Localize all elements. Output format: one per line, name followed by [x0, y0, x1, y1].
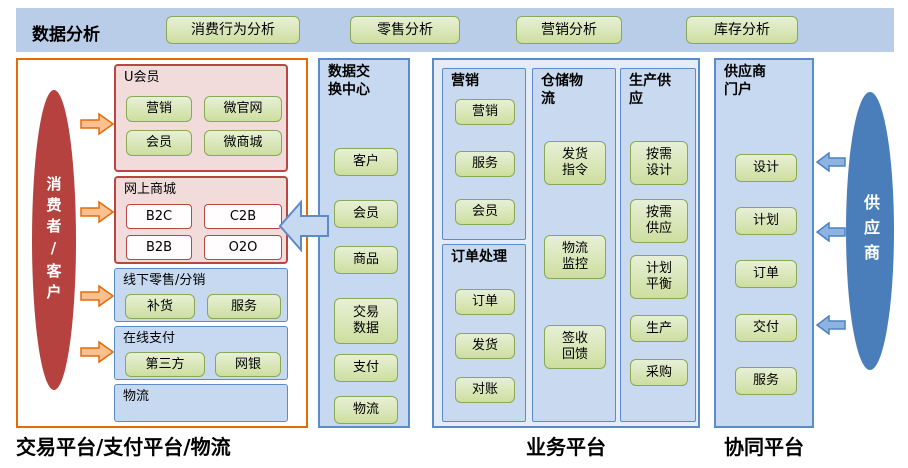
node-micro-site: 微官网	[204, 96, 282, 122]
u-member-box: U会员 营销 微官网 会员 微商城	[114, 64, 288, 172]
warehouse-logistics-title: 仓储物 流	[541, 73, 583, 107]
node-third-party: 第三方	[125, 352, 205, 377]
node-b2c: B2C	[126, 204, 192, 229]
warehouse-logistics-column: 仓储物 流 发货 指令 物流 监控 签收 回馈	[532, 68, 616, 422]
node-o2o: O2O	[204, 235, 282, 260]
offline-retail-box: 线下零售/分销 补货 服务	[114, 268, 288, 322]
node-production: 生产	[630, 315, 688, 342]
node-transaction-data: 交易 数据	[334, 298, 398, 344]
online-payment-box: 在线支付 第三方 网银	[114, 326, 288, 380]
node-logistics-monitoring: 物流 监控	[544, 235, 606, 279]
online-mall-title: 网上商城	[124, 182, 177, 197]
supplier-label: 供应商	[861, 193, 880, 269]
node-payment: 支付	[334, 354, 398, 382]
online-payment-title: 在线支付	[123, 331, 176, 346]
flow-arrow-right-icon	[80, 112, 114, 136]
flow-arrow-right-icon	[80, 284, 114, 308]
order-processing-title: 订单处理	[451, 249, 507, 265]
node-replenish: 补货	[125, 294, 195, 319]
online-mall-box: 网上商城 B2C C2B B2B O2O	[114, 176, 288, 264]
node-member: 会员	[455, 199, 515, 225]
node-shipment: 发货	[455, 333, 515, 359]
node-on-demand-supply: 按需 供应	[630, 199, 688, 243]
flow-arrow-right-icon	[80, 200, 114, 224]
node-retail-analysis: 零售分析	[350, 16, 460, 44]
offline-retail-title: 线下零售/分销	[123, 273, 206, 288]
consumer-ellipse: 消费者/客户	[32, 90, 76, 390]
node-marketing-analysis: 营销分析	[516, 16, 622, 44]
node-design: 设计	[735, 154, 797, 182]
node-order: 订单	[735, 260, 797, 288]
node-online-banking: 网银	[215, 352, 281, 377]
node-service: 服务	[455, 151, 515, 177]
production-supply-column: 生产供 应 按需 设计 按需 供应 计划 平衡 生产 采购	[620, 68, 696, 422]
node-inventory-analysis: 库存分析	[686, 16, 798, 44]
u-member-title: U会员	[124, 70, 160, 85]
flow-arrow-left-icon	[816, 315, 846, 335]
node-consumer-behavior-analysis: 消费行为分析	[166, 16, 300, 44]
node-on-demand-design: 按需 设计	[630, 141, 688, 185]
node-reconciliation: 对账	[455, 377, 515, 403]
marketing-column: 营销 营销 服务 会员	[442, 68, 526, 240]
node-plan-balance: 计划 平衡	[630, 255, 688, 299]
node-service: 服务	[735, 367, 797, 395]
logistics-bar: 物流	[114, 384, 288, 422]
node-delivery: 交付	[735, 314, 797, 342]
order-processing-column: 订单处理 订单 发货 对账	[442, 244, 526, 422]
data-analysis-title: 数据分析	[32, 25, 100, 45]
node-shipping-instruction: 发货 指令	[544, 141, 606, 185]
supplier-ellipse: 供应商	[846, 92, 894, 370]
node-logistics: 物流	[334, 396, 398, 424]
logistics-title: 物流	[123, 389, 150, 404]
marketing-column-title: 营销	[451, 73, 479, 89]
flow-arrow-right-icon	[80, 340, 114, 364]
flow-arrow-left-icon	[816, 222, 846, 242]
node-order: 订单	[455, 289, 515, 315]
node-c2b: C2B	[204, 204, 282, 229]
data-analysis-bar: 数据分析 消费行为分析 零售分析 营销分析 库存分析	[16, 8, 894, 52]
collaboration-platform-section: 供应商 门户 设计 计划 订单 交付 服务	[714, 58, 814, 428]
node-receipt-feedback: 签收 回馈	[544, 325, 606, 369]
business-platform-section: 营销 营销 服务 会员 订单处理 订单 发货 对账 仓储物 流 发货 指令 物流…	[432, 58, 700, 428]
node-micro-mall: 微商城	[204, 130, 282, 156]
trading-platform-section: 消费者/客户 U会员 营销 微官网 会员 微商城 网上商城 B2C C2B B2…	[16, 58, 308, 428]
node-product: 商品	[334, 246, 398, 274]
node-plan: 计划	[735, 207, 797, 235]
node-member: 会员	[334, 200, 398, 228]
data-exchange-title: 数据交 换中心	[328, 64, 370, 98]
collaboration-platform-label: 协同平台	[724, 435, 804, 459]
business-platform-label: 业务平台	[526, 435, 606, 459]
supplier-portal-title: 供应商 门户	[724, 64, 766, 98]
trading-platform-label: 交易平台/支付平台/物流	[16, 435, 231, 459]
node-procurement: 采购	[630, 359, 688, 386]
flow-arrow-left-icon	[816, 152, 846, 172]
node-customer: 客户	[334, 148, 398, 176]
node-service: 服务	[207, 294, 281, 319]
data-flow-arrow-icon	[278, 199, 329, 253]
node-member: 会员	[126, 130, 192, 156]
node-marketing: 营销	[455, 99, 515, 125]
consumer-label: 消费者/客户	[44, 175, 63, 305]
node-b2b: B2B	[126, 235, 192, 260]
data-exchange-center: 数据交 换中心 客户 会员 商品 交易 数据 支付 物流	[318, 58, 410, 428]
node-marketing: 营销	[126, 96, 192, 122]
production-supply-title: 生产供 应	[629, 73, 671, 107]
